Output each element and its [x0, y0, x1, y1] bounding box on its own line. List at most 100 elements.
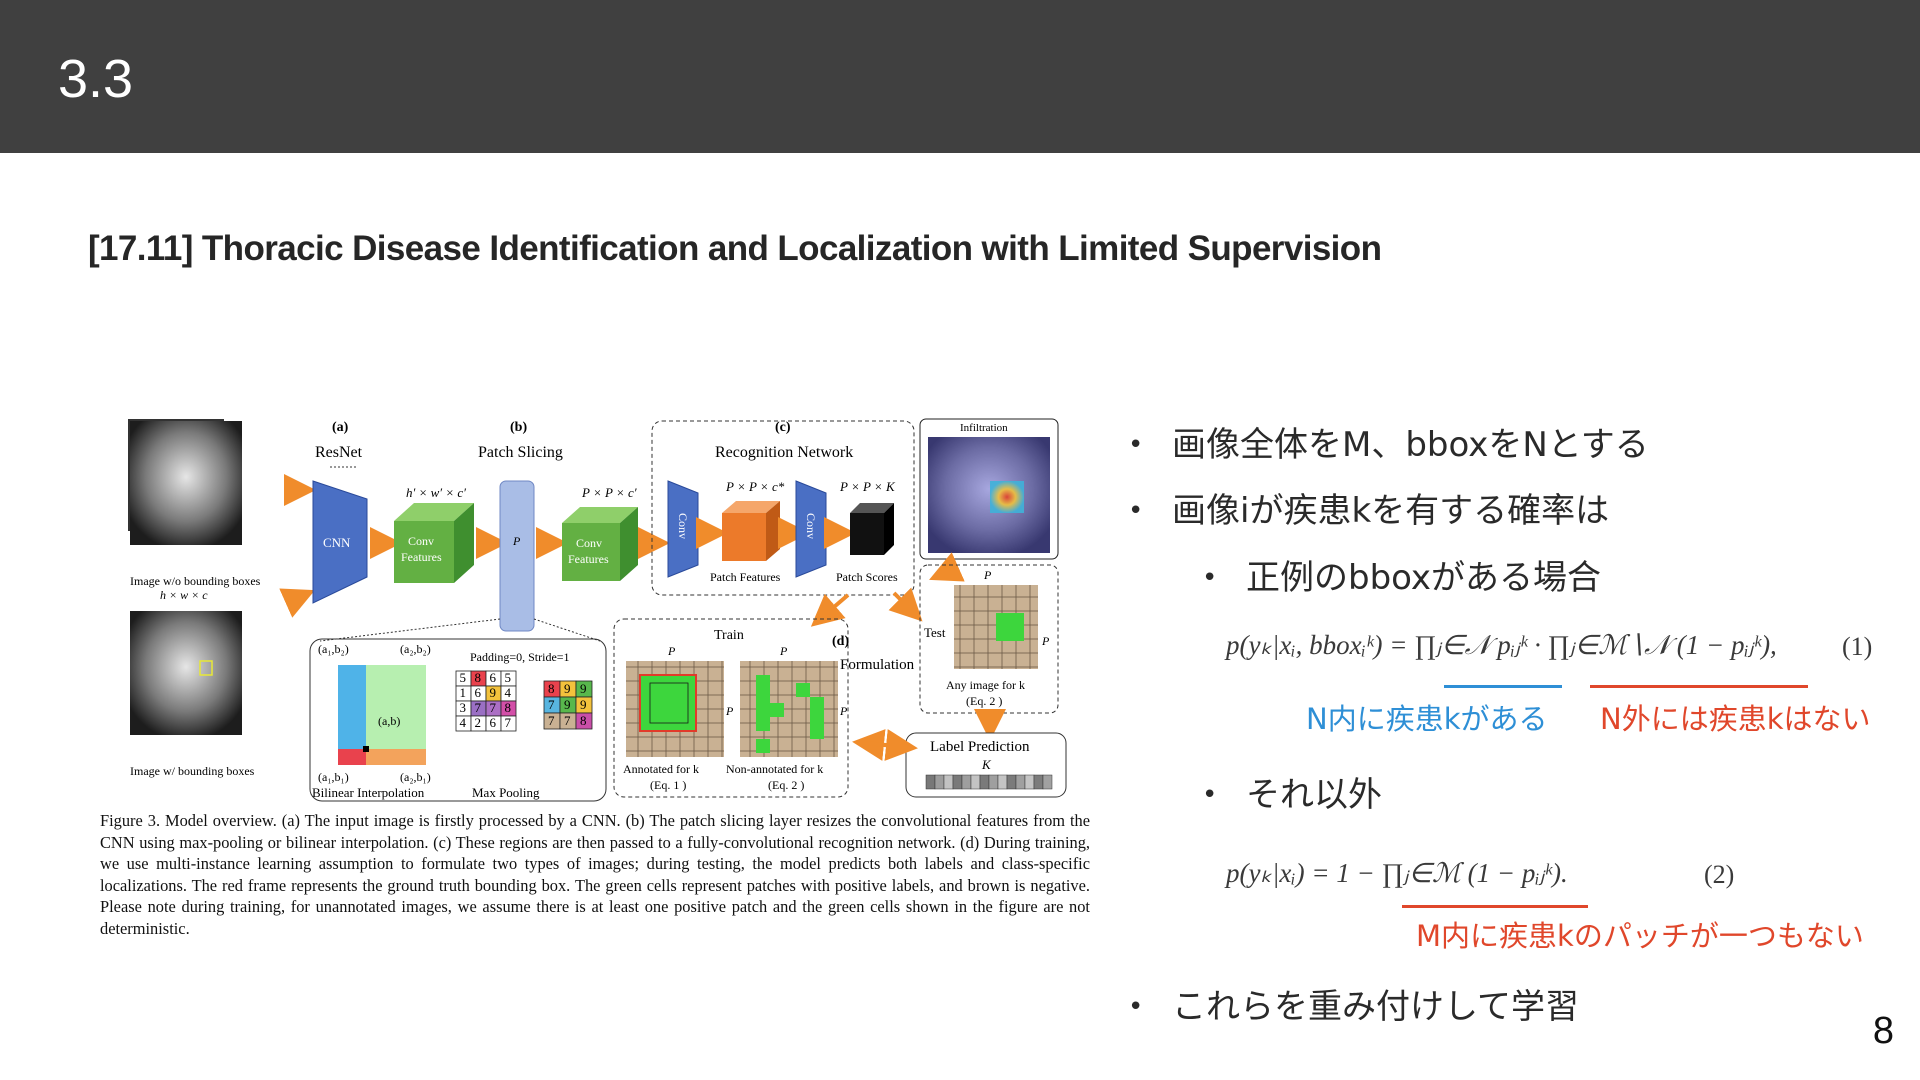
annotation-none-in-m: M内に疾患kのパッチが一つもない [1416, 919, 1864, 953]
fig-p-2: P [667, 644, 676, 658]
fig-resnet: ResNet [315, 444, 363, 461]
figure-caption: Figure 3. Model overview. (a) The input … [100, 811, 1090, 938]
fig-panel-d: (d) [832, 634, 849, 649]
fig-panel-a: (a) [332, 420, 349, 435]
fig-dims-ppk: P × P × K [839, 479, 896, 494]
max-pool-input-value: 5 [505, 670, 512, 685]
train-frame [613, 618, 849, 798]
max-pool-output-value: 9 [564, 697, 571, 712]
bullet-dot: • [1202, 563, 1218, 593]
xray-stack-bottom [130, 611, 242, 735]
fig-hwc-label: h × w × c [160, 588, 208, 602]
header-bar: 3.3 [0, 0, 1920, 153]
bullet-dot: • [1202, 780, 1218, 810]
label-prediction-cell [997, 774, 1008, 790]
fig-a1b2: (a₁,b₂) [318, 642, 349, 656]
patch-features-cube [722, 501, 780, 561]
fig-train: Train [714, 628, 744, 643]
bilinear-diagram [338, 665, 426, 765]
label-prediction-cell [1042, 774, 1053, 790]
label-prediction-cell [988, 774, 999, 790]
equation-1-number: (1) [1842, 632, 1873, 661]
cnn-block [312, 480, 368, 604]
fig-dims-ppc2: P × P × c* [725, 479, 785, 494]
fig-a2b2: (a₂,b₂) [400, 642, 431, 656]
max-pool-input-value: 7 [475, 700, 482, 715]
label-prediction-cell [1024, 774, 1035, 790]
bullet-dot: • [1128, 496, 1144, 526]
bullet-2b: • それ以外 [1202, 775, 1382, 815]
label-prediction-cell [970, 774, 981, 790]
max-pool-input-value: 8 [505, 700, 512, 715]
fig-a2b1: (a₂,b₁) [400, 770, 431, 784]
max-pool-input-value: 4 [505, 685, 512, 700]
max-pool-input-cell [500, 715, 517, 732]
max-pool-output-cell [575, 712, 593, 730]
fig-infiltration: Infiltration [960, 422, 1008, 434]
label-prediction-cell [1033, 774, 1044, 790]
label-prediction-cell [952, 774, 963, 790]
underline-outside-n [1590, 685, 1808, 688]
max-pool-output-value: 9 [580, 681, 587, 696]
fig-patch-slicing: Patch Slicing [478, 444, 563, 461]
fig-ab: (a,b) [378, 714, 400, 728]
bullet-3-text: これらを重み付けして学習 [1172, 987, 1579, 1027]
max-pool-output-value: 7 [548, 713, 555, 728]
fig-patch-scores: Patch Scores [836, 570, 898, 584]
fig-panel-c: (c) [775, 420, 791, 435]
model-overview-figure: Image w/o bounding boxes h × w × c Image… [120, 415, 1095, 815]
fig-dims-hwc1: h′ × w′ × c′ [406, 485, 466, 500]
fig-eq2: (Eq. 2 ) [768, 778, 804, 792]
fig-image-wo-label: Image w/o bounding boxes [130, 574, 261, 588]
xray-stack-top [128, 419, 242, 545]
label-prediction-cell [925, 774, 936, 790]
fig-annotated: Annotated for k [623, 762, 699, 776]
fig-eq2-test: (Eq. 2 ) [966, 694, 1002, 708]
page-number: 8 [1872, 1010, 1894, 1052]
max-pool-input-value: 6 [475, 685, 482, 700]
fig-conv-1: Conv [676, 513, 690, 539]
conv-features-cube-2 [562, 507, 638, 581]
conv-features-cube-1 [394, 503, 474, 583]
max-pool-input-value: 7 [505, 715, 512, 730]
bullet-3: • これらを重み付けして学習 [1128, 987, 1579, 1027]
bullet-2: • 画像iが疾患kを有する確率は [1128, 491, 1610, 531]
bullet-2-text: 画像iが疾患kを有する確率は [1172, 491, 1610, 531]
bullet-2b-text: それ以外 [1246, 775, 1382, 815]
max-pool-input-value: 6 [490, 670, 497, 685]
patch-slicing-block [499, 480, 535, 632]
equation-2-number: (2) [1704, 860, 1735, 889]
max-pool-input-value: 1 [460, 685, 467, 700]
annotation-inside-n: N内に疾患kがある [1306, 702, 1548, 736]
fig-conv-2: Conv [804, 513, 818, 539]
underline-inside-n [1444, 685, 1562, 688]
max-pool-output-value: 9 [580, 697, 587, 712]
fig-a1b1: (a₁,b₁) [318, 770, 349, 784]
fig-p-6: P [983, 568, 992, 582]
fig-image-w-label: Image w/ bounding boxes [130, 764, 255, 778]
bullet-dot: • [1128, 430, 1144, 460]
label-prediction-cell [979, 774, 990, 790]
fig-label-prediction: Label Prediction [930, 739, 1030, 755]
bullet-dot: • [1128, 992, 1144, 1022]
fig-p-1: P [512, 534, 521, 548]
fig-any-image: Any image for k [946, 678, 1025, 692]
label-prediction-cell [961, 774, 972, 790]
max-pool-output-value: 8 [548, 681, 555, 696]
max-pool-input-value: 6 [490, 715, 497, 730]
fig-p-5: P [839, 704, 848, 718]
max-pool-input-value: 2 [475, 715, 482, 730]
max-pool-input-value: 3 [460, 700, 467, 715]
max-pool-input-value: 4 [460, 715, 467, 730]
recognition-network-frame [651, 420, 915, 596]
max-pool-output-value: 8 [580, 713, 587, 728]
bullet-2a: • 正例のbboxがある場合 [1202, 561, 1601, 595]
fig-eq1: (Eq. 1 ) [650, 778, 686, 792]
fig-k: K [981, 757, 992, 772]
fig-p-4: P [725, 704, 734, 718]
fig-max-pooling: Max Pooling [472, 785, 540, 800]
max-pool-output-value: 9 [564, 681, 571, 696]
fig-test: Test [924, 625, 946, 640]
fig-bilinear: Bilinear Interpolation [312, 785, 425, 800]
